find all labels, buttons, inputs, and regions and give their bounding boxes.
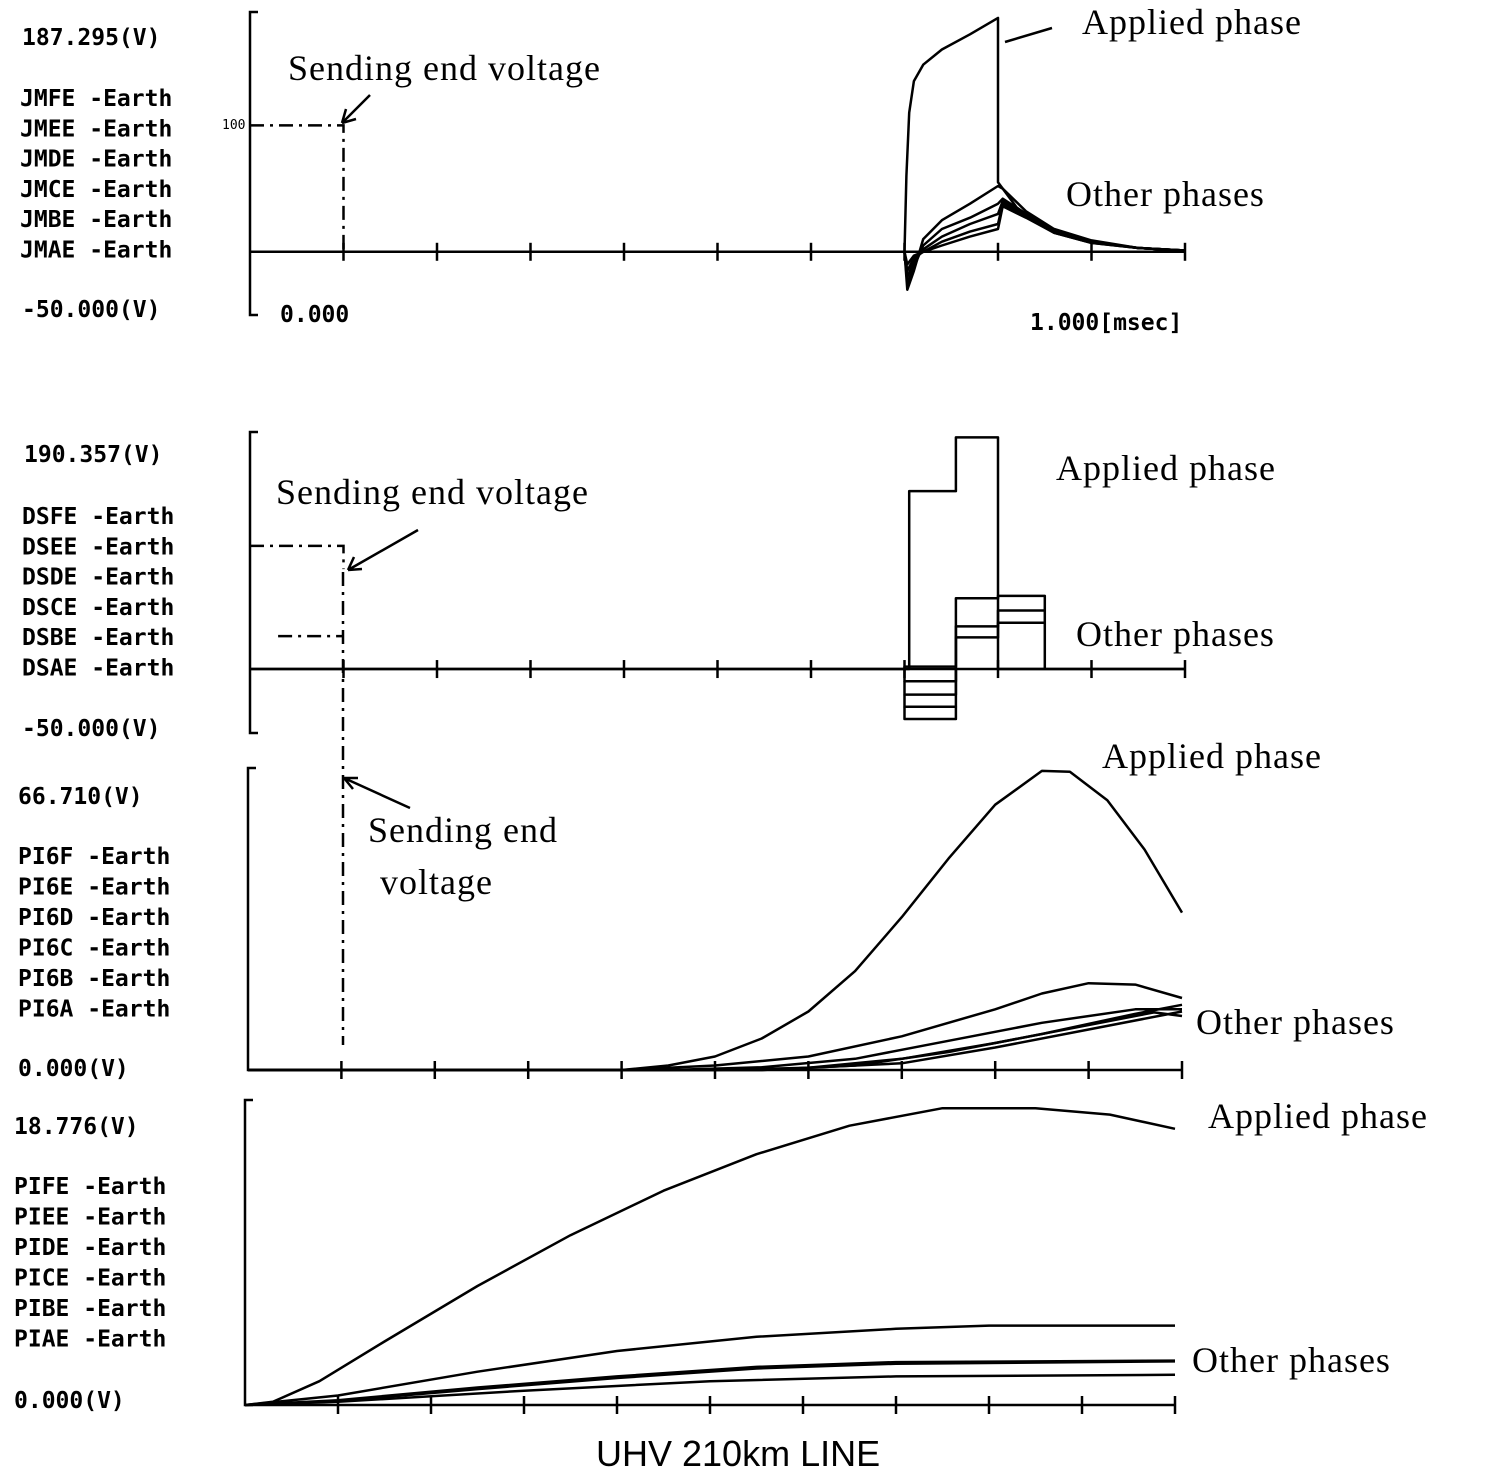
legend-entry: JMDE -Earth bbox=[20, 147, 172, 173]
ymax-label: 190.357(V) bbox=[24, 442, 162, 468]
arrow-icon bbox=[343, 776, 411, 810]
y-axis bbox=[248, 430, 258, 735]
series-other-phase-1 bbox=[250, 184, 1186, 291]
legend-entry: JMEE -Earth bbox=[20, 116, 172, 142]
legend-entry: JMBE -Earth bbox=[20, 207, 172, 233]
legend-entry: PIBE -Earth bbox=[14, 1296, 166, 1322]
series-other-phase-2 bbox=[250, 197, 1186, 285]
legend-entry: PI6C -Earth bbox=[18, 936, 170, 962]
x-start-label: 0.000 bbox=[280, 302, 349, 328]
ymax-label: 66.710(V) bbox=[18, 784, 143, 810]
legend-entry: DSEE -Earth bbox=[22, 534, 174, 560]
applied-phase-annotation: Applied phase bbox=[1102, 736, 1322, 776]
series-other-phase-3 bbox=[903, 621, 1045, 696]
other-phases-annotation: Other phases bbox=[1066, 174, 1265, 214]
y-axis bbox=[248, 10, 258, 317]
applied-phase-annotation: Applied phase bbox=[1056, 448, 1276, 488]
series-other-phase-1 bbox=[248, 981, 1183, 1072]
ymin-label: -50.000(V) bbox=[22, 716, 160, 742]
series-applied-phase bbox=[248, 769, 1184, 1072]
legend-entry: PI6E -Earth bbox=[18, 875, 170, 901]
ymin-label: 0.000(V) bbox=[14, 1388, 125, 1414]
ymax-label: 18.776(V) bbox=[14, 1114, 139, 1140]
ymin-label: -50.000(V) bbox=[22, 297, 160, 323]
series-other-phase-1 bbox=[903, 594, 1047, 669]
legend-entry: PIDE -Earth bbox=[14, 1235, 166, 1261]
arrow-icon bbox=[340, 94, 371, 125]
series-sending-end-voltage bbox=[250, 544, 345, 570]
legend-entry: JMAE -Earth bbox=[20, 238, 172, 264]
leader-line bbox=[1004, 26, 1053, 44]
x-end-label: 1.000[msec] bbox=[1030, 310, 1182, 336]
marker-100-label: 100 bbox=[222, 118, 245, 133]
series-other-phase-4 bbox=[903, 669, 958, 709]
legend-entry: JMCE -Earth bbox=[20, 177, 172, 203]
sending-end-annotation: Sending end voltage bbox=[288, 48, 601, 88]
applied-phase-annotation: Applied phase bbox=[1082, 2, 1302, 42]
series-other-phase-5 bbox=[250, 205, 1186, 266]
legend-entry: DSDE -Earth bbox=[22, 565, 174, 591]
series-other-phase-1 bbox=[244, 1324, 1175, 1407]
series-applied-phase bbox=[244, 1106, 1176, 1407]
legend-entry: PI6F -Earth bbox=[18, 844, 170, 870]
series-other-phase-3 bbox=[250, 199, 1186, 279]
other-phases-annotation: Other phases bbox=[1076, 614, 1275, 654]
sending-end-annotation: Sending end voltage bbox=[276, 472, 589, 512]
sending-end-annotation-line2: voltage bbox=[380, 862, 493, 902]
legend-entry: PI6D -Earth bbox=[18, 905, 170, 931]
legend-entry: DSAE -Earth bbox=[22, 656, 174, 682]
ymin-label: 0.000(V) bbox=[18, 1056, 129, 1082]
other-phases-annotation: Other phases bbox=[1192, 1340, 1391, 1380]
series-other-phase-5 bbox=[903, 706, 958, 721]
legend-entry: PI6A -Earth bbox=[18, 997, 170, 1023]
series-other-phase-4 bbox=[244, 1373, 1176, 1407]
legend-entry: DSCE -Earth bbox=[22, 595, 174, 621]
legend-entry: DSFE -Earth bbox=[22, 504, 174, 530]
legend-entry: PIAE -Earth bbox=[14, 1327, 166, 1353]
legend-entry: PIEE -Earth bbox=[14, 1205, 166, 1231]
series-other-phase-2 bbox=[903, 609, 1045, 683]
applied-phase-annotation: Applied phase bbox=[1208, 1096, 1428, 1136]
legend-entry: PICE -Earth bbox=[14, 1266, 166, 1292]
x-axis-title: UHV 210km LINE bbox=[596, 1433, 880, 1474]
legend-entry: JMFE -Earth bbox=[20, 86, 172, 112]
sending-end-annotation-line1: Sending end bbox=[368, 810, 558, 850]
series-sending-end-voltage bbox=[250, 124, 345, 252]
y-axis bbox=[246, 766, 256, 1072]
legend-entry: DSBE -Earth bbox=[22, 625, 174, 651]
ymax-label: 187.295(V) bbox=[22, 25, 160, 51]
legend-entry: PI6B -Earth bbox=[18, 966, 170, 992]
arrow-icon bbox=[346, 528, 419, 572]
other-phases-annotation: Other phases bbox=[1196, 1002, 1395, 1042]
series-other-phase-5 bbox=[248, 1010, 1183, 1072]
legend-entry: PIFE -Earth bbox=[14, 1174, 166, 1200]
y-axis bbox=[243, 1098, 253, 1407]
